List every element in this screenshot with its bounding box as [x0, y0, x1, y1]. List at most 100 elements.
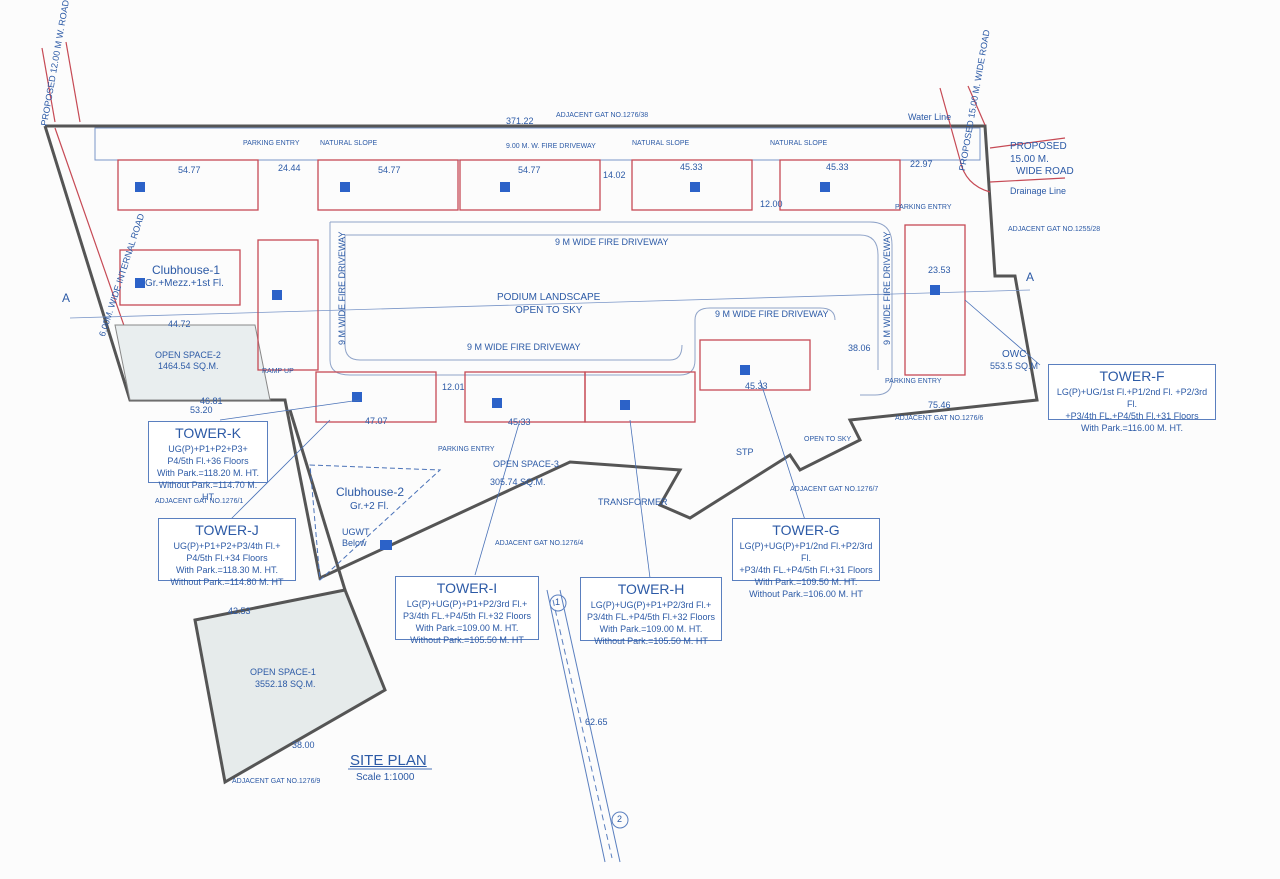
ugwt-label-2: Below [342, 538, 367, 548]
drainage-line-label: Drainage Line [1010, 186, 1067, 196]
podium-label-1: PODIUM LANDSCAPE [497, 292, 601, 303]
tower-i-line-4: Without Park.=105.50 M. HT [410, 635, 524, 645]
clubhouse-1-floors: Gr.+Mezz.+1st Fl. [145, 278, 224, 289]
tower-f-line-2: +P3/4th FL.+P4/5th Fl.+31 Floors [1065, 411, 1199, 421]
tower-h-box: TOWER-H LG(P)+UG(P)+P1+P2/3rd Fl.+ P3/4t… [580, 577, 722, 646]
tower-k-name: TOWER-K [175, 425, 241, 441]
fire-driveway-top: 9 M WIDE FIRE DRIVEWAY [555, 237, 669, 247]
fire-driveway-frontage: 9.00 M. W. FIRE DRIVEWAY [506, 143, 596, 150]
owc-name: OWC [1002, 349, 1027, 360]
open-space-3-name: OPEN SPACE-3 [493, 459, 559, 469]
dim-top-length: 371.22 [506, 116, 534, 126]
marker-1: 1 [555, 597, 561, 607]
dim-gap-5: 12.01 [442, 382, 465, 392]
tower-k-line-4: Without Park.=114.70 M. HT [158, 480, 258, 502]
tower-f-line-1: LG(P)+UG/1st Fl.+P1/2nd Fl. +P2/3rd Fl. [1056, 387, 1208, 409]
clubhouse-1-name: Clubhouse-1 [152, 263, 221, 277]
tower-j-line-3: With Park.=118.30 M. HT. [175, 565, 279, 575]
adjacent-right-lower: ADJACENT GAT NO.1276/6 [895, 415, 984, 422]
parking-entry-4: PARKING ENTRY [438, 446, 495, 453]
dim-gap-12: 46.81 [200, 396, 223, 406]
open-space-1-area: 3552.18 SQ.M. [255, 679, 316, 689]
dim-tw-g: 45.33 [745, 381, 768, 391]
dim-open1-top: 42.53 [228, 606, 251, 616]
tower-h-line-4: Without Park.=105.50 M. HT [594, 636, 708, 646]
tower-f-name: TOWER-F [1099, 368, 1165, 384]
tower-h-line-3: With Park.=109.00 M. HT. [599, 624, 703, 634]
right-road-label-2: 15.00 M. [1010, 154, 1049, 165]
tower-k-line-2: P4/5th Fl.+36 Floors [167, 456, 249, 466]
dim-gap-4: 22.97 [910, 159, 933, 169]
open-space-1-name: OPEN SPACE-1 [250, 667, 316, 677]
fire-driveway-right-vertical: 9 M WIDE FIRE DRIVEWAY [882, 231, 892, 345]
dim-gap-7: 38.06 [848, 343, 871, 353]
tower-i-name: TOWER-I [436, 580, 498, 596]
ramp-up-label: RAMP UP [262, 368, 294, 375]
tower-g-box: TOWER-G LG(P)+UG(P)+P1/2nd Fl.+P2/3rd Fl… [732, 518, 880, 599]
clubhouse-2-name: Clubhouse-2 [336, 485, 405, 499]
transformer-label: TRANSFORMER [598, 497, 668, 507]
adjacent-top: ADJACENT GAT NO.1276/38 [556, 112, 649, 119]
open-space-1-area [193, 588, 387, 785]
clubhouse-2-floors: Gr.+2 Fl. [350, 501, 389, 512]
right-road-label-3: WIDE ROAD [1016, 166, 1074, 177]
section-marker-left: A [62, 291, 71, 305]
tower-h-line-2: P3/4th FL.+P4/5th Fl.+32 Floors [586, 612, 716, 622]
tower-j-line-4: Without Park.=114.80 M. HT [170, 577, 284, 587]
open-space-3-area: 305.74 SQ.M. [490, 477, 546, 487]
section-marker-right: A [1026, 270, 1035, 284]
adjacent-g: ADJACENT GAT NO.1276/7 [790, 486, 879, 493]
natural-slope-3: NATURAL SLOPE [770, 140, 828, 147]
plan-title: SITE PLAN [350, 752, 427, 769]
dim-gap-10: 75.46 [928, 400, 951, 410]
parking-entry-3: PARKING ENTRY [885, 378, 942, 385]
ugwt-label-1: UGWT [342, 527, 370, 537]
adjacent-center: ADJACENT GAT NO.1276/4 [495, 540, 584, 547]
tower-f-box: TOWER-F LG(P)+UG/1st Fl.+P1/2nd Fl. +P2/… [1048, 364, 1216, 433]
open-space-2-name: OPEN SPACE-2 [155, 350, 221, 360]
parking-entry-2: PARKING ENTRY [895, 204, 952, 211]
tower-k-box: TOWER-K UG(P)+P1+P2+P3+ P4/5th Fl.+36 Fl… [148, 421, 268, 502]
open-space-2-area: 1464.54 SQ.M. [158, 361, 219, 371]
adjacent-left: ADJACENT GAT NO.1276/1 [155, 498, 244, 505]
dim-gap-13: 53.20 [190, 405, 213, 415]
right-road-label-1: PROPOSED [1010, 141, 1067, 152]
dim-tw-h: 45.33 [508, 417, 531, 427]
tower-h-line-1: LG(P)+UG(P)+P1+P2/3rd Fl.+ [590, 600, 712, 610]
dim-tw-k: 47.07 [365, 416, 388, 426]
tower-g-line-2: +P3/4th FL.+P4/5th Fl.+31 Floors [739, 565, 873, 575]
tower-h-name: TOWER-H [617, 581, 685, 597]
adjacent-bottom: ADJACENT GAT NO.1276/9 [232, 778, 321, 785]
tower-i-line-2: P3/4th FL.+P4/5th Fl.+32 Floors [402, 611, 532, 621]
tower-g-name: TOWER-G [772, 522, 840, 538]
open-space-2-area [114, 324, 271, 401]
site-boundary [43, 124, 1039, 581]
dim-tw-1: 54.77 [178, 165, 201, 175]
tower-j-line-2: P4/5th Fl.+34 Floors [186, 553, 268, 563]
fire-driveway-right: 9 M WIDE FIRE DRIVEWAY [715, 309, 829, 319]
tower-i-line-1: LG(P)+UG(P)+P1+P2/3rd Fl.+ [406, 599, 528, 609]
tower-j-box: TOWER-J UG(P)+P1+P2+P3/4th Fl.+ P4/5th F… [158, 518, 296, 587]
marker-2: 2 [617, 814, 623, 824]
owc-area: 553.5 SQ.M [990, 361, 1039, 371]
dim-tw-2: 54.77 [378, 165, 401, 175]
tower-g-line-1: LG(P)+UG(P)+P1/2nd Fl.+P2/3rd Fl. [739, 541, 873, 563]
dim-tw-5: 45.33 [826, 162, 849, 172]
dim-gap-11: 44.72 [168, 319, 191, 329]
natural-slope-1: NATURAL SLOPE [320, 140, 378, 147]
adjacent-right: ADJACENT GAT NO.1255/28 [1008, 226, 1101, 233]
dim-tw-4: 45.33 [680, 162, 703, 172]
podium-label-2: OPEN TO SKY [515, 305, 583, 316]
fire-driveway-bottom: 9 M WIDE FIRE DRIVEWAY [467, 342, 581, 352]
tower-j-line-1: UG(P)+P1+P2+P3/4th Fl.+ [173, 541, 281, 551]
open-to-sky-label: OPEN TO SKY [804, 436, 852, 443]
natural-slope-2: NATURAL SLOPE [632, 140, 690, 147]
dim-open1-bottom: 38.00 [292, 740, 315, 750]
parking-entry-1: PARKING ENTRY [243, 140, 300, 147]
tower-f-line-3: With Park.=116.00 M. HT. [1080, 423, 1184, 433]
dim-gap-1: 24.44 [278, 163, 301, 173]
tower-g-line-3: With Park.=109.50 M. HT. [754, 577, 858, 587]
dim-tw-f: 23.53 [928, 265, 951, 275]
dim-tw-3: 54.77 [518, 165, 541, 175]
